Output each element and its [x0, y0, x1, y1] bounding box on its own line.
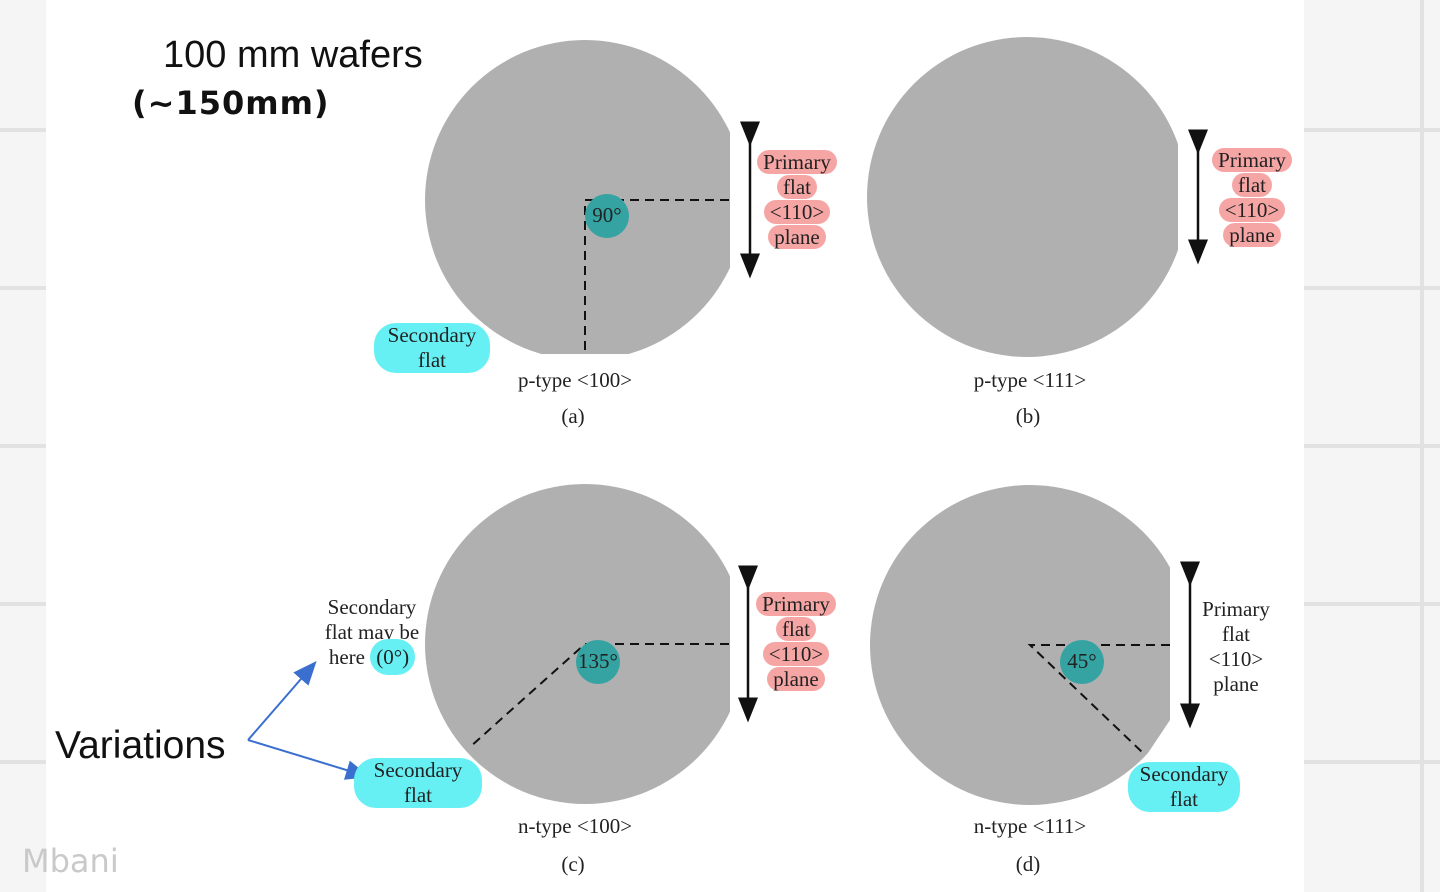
caption-a: p-type <100>: [517, 368, 633, 392]
variation-arrow-down: [247, 739, 370, 780]
secondary-word: Secondary: [387, 323, 477, 347]
flat-word: flat: [776, 617, 816, 641]
plane-index: <110>: [1208, 647, 1264, 671]
alt-secondary-flat-label-c: Secondary flat may be here (0°): [312, 595, 432, 675]
variations-label: Variations: [55, 724, 226, 767]
flat-word: flat: [777, 175, 817, 199]
primary-flat-label-d: Primary flat <110> plane: [1190, 597, 1282, 697]
angle-marker-a: 90°: [585, 194, 629, 238]
watermark: Mbani: [22, 842, 119, 880]
plane-index: <110>: [763, 200, 831, 224]
primary-word: Primary: [1212, 148, 1292, 172]
secondary-word: Secondary: [373, 758, 463, 782]
plane-word: plane: [1213, 672, 1259, 696]
angle-marker-d: 45°: [1060, 640, 1104, 684]
plane-word: plane: [768, 225, 826, 249]
zero-degree-marker: (0°): [370, 639, 416, 675]
variation-arrow-up: [247, 660, 317, 741]
primary-word: Primary: [757, 150, 837, 174]
letter-a: (a): [561, 404, 585, 428]
secondary-word: Secondary: [327, 595, 417, 619]
primary-flat-label-b: Primary flat <110> plane: [1200, 148, 1304, 248]
flat-word: flat: [1222, 622, 1250, 646]
caption-c: n-type <100>: [517, 814, 633, 838]
grid-line: [1420, 0, 1424, 892]
caption-b: p-type <111>: [973, 368, 1087, 392]
plane-word: plane: [1223, 223, 1281, 247]
letter-d: (d): [1015, 852, 1041, 876]
flat-word: flat: [404, 783, 432, 807]
primary-word: Primary: [756, 592, 836, 616]
wafer-b: [867, 37, 1178, 357]
letter-c: (c): [561, 852, 585, 876]
flat-may-be: flat may be: [324, 620, 420, 644]
secondary-flat-label-a: Secondary flat: [374, 323, 490, 373]
flat-word: flat: [1232, 173, 1272, 197]
secondary-word: Secondary: [1139, 762, 1229, 786]
plane-word: plane: [767, 667, 825, 691]
flat-word: flat: [1170, 787, 1198, 811]
plane-index: <110>: [1218, 198, 1286, 222]
page-title: 100 mm wafers: [163, 34, 423, 76]
wafer-a: [425, 40, 730, 354]
angle-marker-c: 135°: [576, 640, 620, 684]
angle-lines-a: [584, 199, 729, 353]
caption-d: n-type <111>: [973, 814, 1087, 838]
handwritten-note: (~150mm): [132, 84, 330, 122]
flat-word: flat: [418, 348, 446, 372]
here-word: here: [328, 645, 365, 669]
secondary-flat-label-c: Secondary flat: [354, 758, 482, 808]
primary-word: Primary: [1202, 597, 1270, 621]
angle-lines-d: [1027, 644, 1170, 753]
primary-flat-label-c: Primary flat <110> plane: [744, 592, 848, 692]
primary-flat-label-a: Primary flat <110> plane: [752, 150, 842, 250]
letter-b: (b): [1015, 404, 1041, 428]
secondary-flat-label-d: Secondary flat: [1128, 762, 1240, 812]
plane-index: <110>: [762, 642, 830, 666]
